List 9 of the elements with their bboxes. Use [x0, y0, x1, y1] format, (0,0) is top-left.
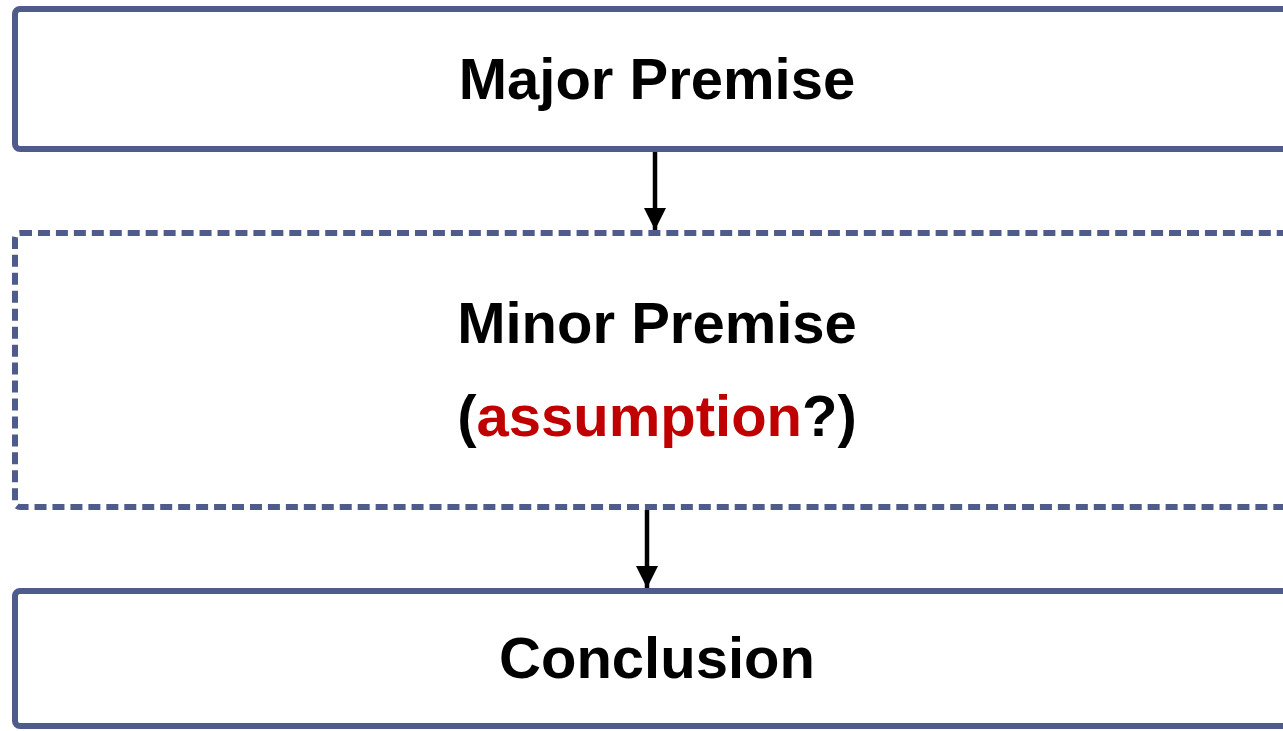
process-box [12, 6, 1283, 152]
dashed-box [12, 230, 1283, 510]
box-title: Major Premise [458, 44, 856, 113]
arrow [644, 152, 666, 230]
process-box [12, 588, 1283, 729]
arrow [636, 510, 658, 588]
box-note: (assumption?) [457, 382, 857, 450]
box-title: Conclusion [499, 624, 815, 693]
box-title: Minor Premise [457, 289, 857, 358]
